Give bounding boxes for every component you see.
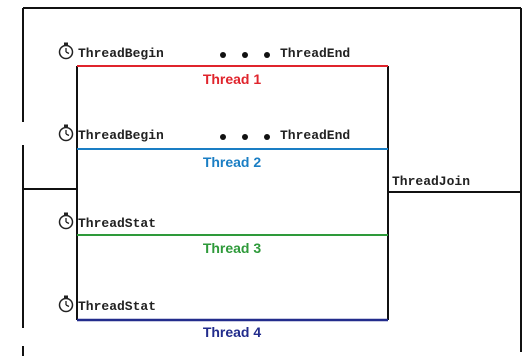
thread-end-label: ThreadEnd (280, 46, 350, 61)
thread-begin-label: ThreadBegin (78, 46, 164, 61)
stopwatch-icon (58, 212, 74, 230)
stopwatch-icon (58, 42, 74, 60)
thread-stat-label: ThreadStat (78, 299, 156, 314)
thread-3-title: Thread 3 (203, 240, 262, 256)
stopwatch-icon (58, 295, 74, 313)
thread-1: ThreadBegin ThreadEnd Thread 1 (58, 42, 388, 87)
thread-end-label: ThreadEnd (280, 128, 350, 143)
thread-2: ThreadBegin ThreadEnd Thread 2 (58, 124, 388, 170)
stopwatch-icon (58, 124, 74, 142)
ellipsis-dots (220, 52, 270, 58)
thread-join-label: ThreadJoin (392, 174, 470, 189)
thread-4-title: Thread 4 (203, 324, 262, 340)
thread-begin-label: ThreadBegin (78, 128, 164, 143)
thread-4: ThreadStat Thread 4 (58, 295, 388, 340)
thread-1-title: Thread 1 (203, 71, 262, 87)
thread-2-title: Thread 2 (203, 154, 262, 170)
thread-stat-label: ThreadStat (78, 216, 156, 231)
ellipsis-dots (220, 134, 270, 140)
thread-3: ThreadStat Thread 3 (58, 212, 388, 256)
